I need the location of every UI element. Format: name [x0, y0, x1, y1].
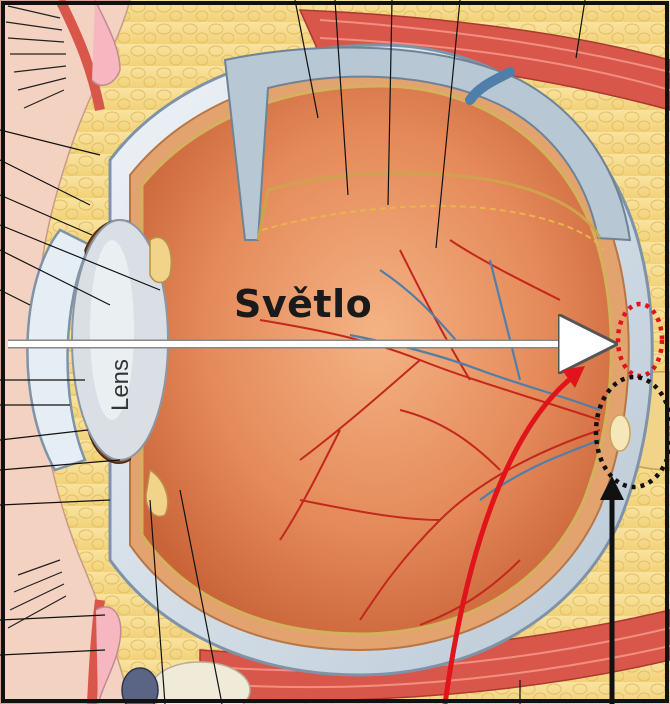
lens-label: Lens [106, 340, 136, 430]
vitreous-body [142, 86, 611, 634]
optic-disc [610, 415, 630, 451]
light-label: Světlo [234, 282, 372, 326]
